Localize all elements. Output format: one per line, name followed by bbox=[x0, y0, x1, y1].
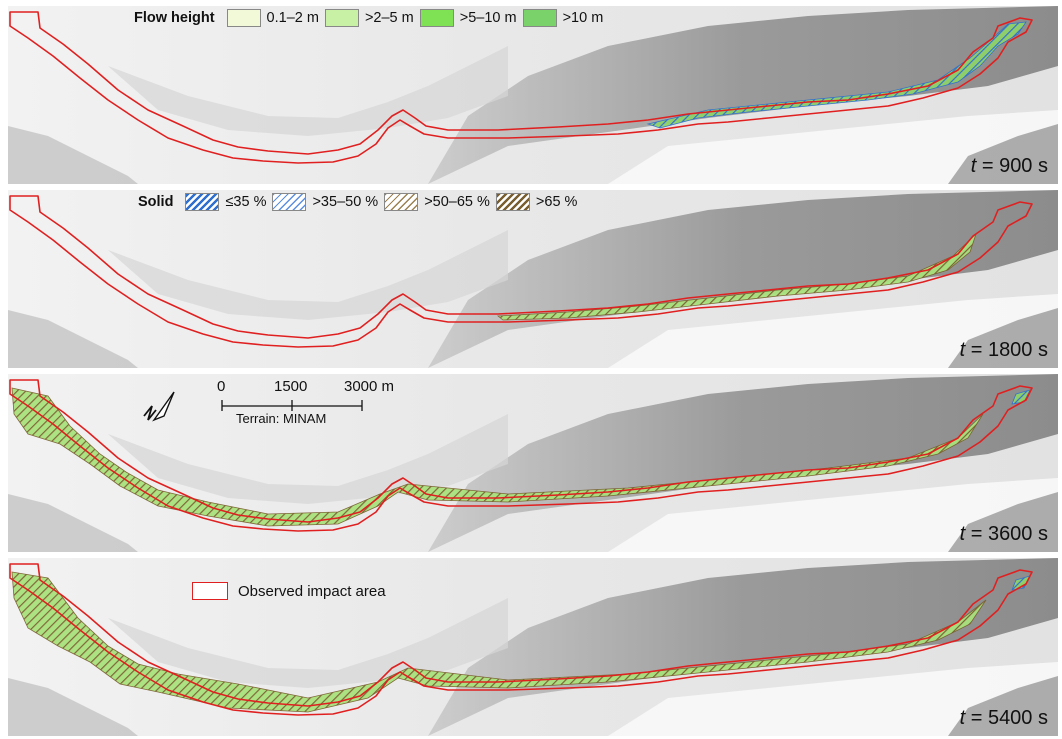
map-panel-900s: t = 900 s bbox=[8, 6, 1058, 184]
solid-legend-item: >35–50 % bbox=[268, 193, 378, 211]
terrain-hillshade bbox=[8, 190, 1058, 368]
hatch-swatch bbox=[495, 193, 530, 211]
flow-swatch bbox=[522, 9, 557, 27]
solid-legend: Solid ≤35 % >35–50 % >50–65 % >65 % bbox=[138, 193, 579, 211]
terrain-hillshade bbox=[8, 6, 1058, 184]
solid-legend-item: >65 % bbox=[492, 193, 577, 211]
time-label: t = 5400 s bbox=[959, 707, 1048, 729]
hatch-swatch bbox=[272, 193, 307, 211]
observed-label: Observed impact area bbox=[238, 582, 386, 600]
north-arrow-icon bbox=[143, 391, 175, 422]
scale-tick-1500: 1500 bbox=[274, 378, 308, 395]
hatch-swatch bbox=[384, 193, 419, 211]
time-label: t = 900 s bbox=[970, 155, 1048, 177]
flow-legend-item: >5–10 m bbox=[416, 9, 517, 27]
solid-legend-item: >50–65 % bbox=[380, 193, 490, 211]
flow-height-title: Flow height bbox=[134, 10, 215, 26]
map-panel-3600s: t = 3600 s bbox=[8, 374, 1058, 552]
map-panel-1800s: t = 1800 s bbox=[8, 190, 1058, 368]
solid-legend-item: ≤35 % bbox=[181, 193, 266, 211]
scale-tick-3000: 3000 m bbox=[344, 378, 395, 395]
observed-swatch bbox=[192, 582, 228, 600]
time-label: t = 1800 s bbox=[959, 339, 1048, 361]
solid-title: Solid bbox=[138, 194, 174, 210]
flow-swatch bbox=[419, 9, 454, 27]
hatch-swatch bbox=[185, 193, 220, 211]
terrain-hillshade bbox=[8, 374, 1058, 552]
scale-tick-0: 0 bbox=[217, 378, 226, 395]
flow-swatch bbox=[324, 9, 359, 27]
map-panel-5400s: t = 5400 s bbox=[8, 558, 1058, 736]
observed-impact-legend: Observed impact area bbox=[192, 582, 386, 600]
terrain-hillshade bbox=[8, 558, 1058, 736]
flow-height-legend: Flow height 0.1–2 m >2–5 m >5–10 m >10 m bbox=[134, 9, 605, 27]
terrain-source: Terrain: MINAM bbox=[236, 411, 327, 426]
time-label: t = 3600 s bbox=[959, 523, 1048, 545]
flow-legend-item: >10 m bbox=[519, 9, 603, 27]
flow-legend-item: 0.1–2 m bbox=[223, 9, 319, 27]
flow-legend-item: >2–5 m bbox=[321, 9, 414, 27]
flow-swatch bbox=[226, 9, 261, 27]
